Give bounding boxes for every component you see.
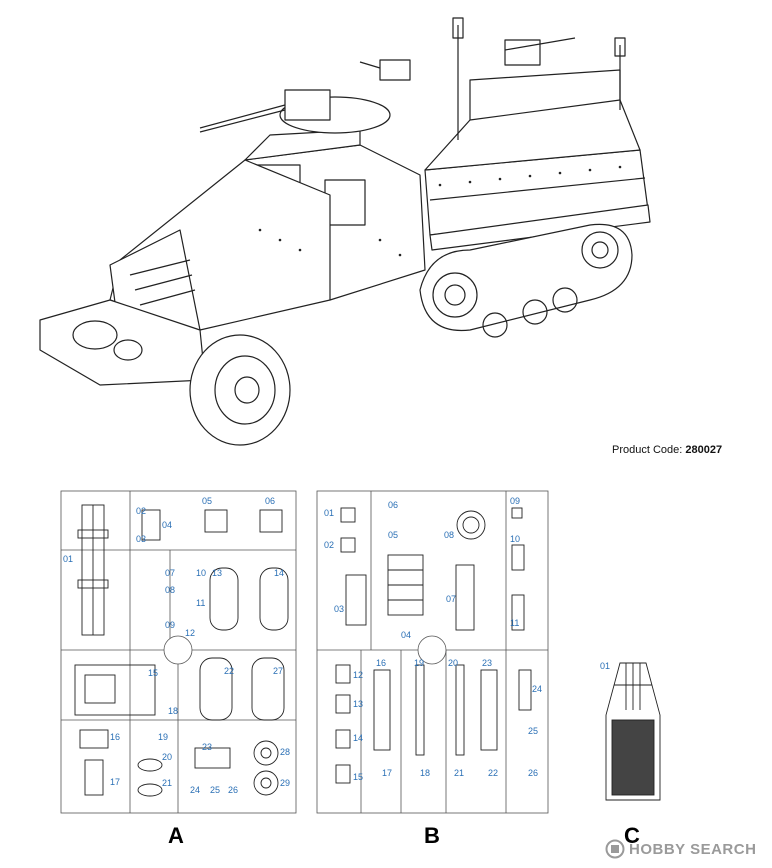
sprue-a-part-06: 06 bbox=[265, 496, 275, 506]
sprue-b-diagram: 01 02 03 04 05 06 07 08 09 10 11 12 13 1… bbox=[316, 490, 549, 814]
product-code: Product Code: 280027 bbox=[612, 444, 722, 456]
sprue-a-part-02: 02 bbox=[136, 506, 146, 516]
sprue-a-part-25: 25 bbox=[210, 785, 220, 795]
sprue-a-part-10: 10 bbox=[196, 568, 206, 578]
sprue-b-part-24: 24 bbox=[532, 684, 542, 694]
sprue-a-part-12: 12 bbox=[185, 628, 195, 638]
sprue-b-part-16: 16 bbox=[376, 658, 386, 668]
sprue-a-part-01: 01 bbox=[63, 554, 73, 564]
sprue-a-part-18: 18 bbox=[168, 706, 178, 716]
sprue-a-part-20: 20 bbox=[162, 752, 172, 762]
sprue-b-part-04: 04 bbox=[401, 630, 411, 640]
hobby-search-watermark: HOBBY SEARCH bbox=[605, 838, 756, 860]
product-code-label: Product Code: bbox=[612, 444, 683, 456]
sprue-b-part-23: 23 bbox=[482, 658, 492, 668]
sprue-b-part-06: 06 bbox=[388, 500, 398, 510]
sprue-b-part-07: 07 bbox=[446, 594, 456, 604]
sprue-b-part-15: 15 bbox=[353, 772, 363, 782]
sprue-b-label: B bbox=[424, 823, 440, 848]
sprue-a-part-14: 14 bbox=[274, 568, 284, 578]
sprue-a-part-07: 07 bbox=[165, 568, 175, 578]
sprue-b-part-26: 26 bbox=[528, 768, 538, 778]
sprue-c-label: C bbox=[624, 823, 640, 848]
sprue-a-part-26: 26 bbox=[228, 785, 238, 795]
hobby-search-logo-icon bbox=[605, 839, 625, 859]
sprue-c-part-01: 01 bbox=[600, 661, 610, 671]
sprue-b-part-13: 13 bbox=[353, 699, 363, 709]
sprue-a-part-05: 05 bbox=[202, 496, 212, 506]
sprue-a-part-03: 03 bbox=[136, 534, 146, 544]
sprue-a-part-13: 13 bbox=[212, 568, 222, 578]
sprue-a-part-04: 04 bbox=[162, 520, 172, 530]
halftrack-line-drawing bbox=[39, 17, 651, 446]
sprue-a-part-17: 17 bbox=[110, 777, 120, 787]
sprue-b-part-12: 12 bbox=[353, 670, 363, 680]
watermark-text: HOBBY SEARCH bbox=[629, 840, 757, 858]
sprue-b-part-05: 05 bbox=[388, 530, 398, 540]
sprue-a-part-21: 21 bbox=[162, 778, 172, 788]
sprue-b-part-11: 11 bbox=[510, 618, 519, 628]
sprue-b-part-22: 22 bbox=[488, 768, 498, 778]
sprue-a-part-16: 16 bbox=[110, 732, 120, 742]
product-code-value: 280027 bbox=[685, 444, 723, 456]
sprue-a-label: A bbox=[168, 823, 184, 848]
sprue-a-part-19: 19 bbox=[158, 732, 168, 742]
sprue-b-part-03: 03 bbox=[334, 604, 344, 614]
sprue-b-part-02: 02 bbox=[324, 540, 334, 550]
sprue-b-part-21: 21 bbox=[454, 768, 464, 778]
sprue-b-part-14: 14 bbox=[353, 733, 363, 743]
sprue-b-part-01: 01 bbox=[324, 508, 334, 518]
sprue-a-part-29: 29 bbox=[280, 778, 290, 788]
sprue-c-diagram: 01 bbox=[600, 661, 661, 801]
sprue-a-part-15: 15 bbox=[148, 668, 158, 678]
sprue-a-part-23: 23 bbox=[202, 742, 212, 752]
sprue-a-part-28: 28 bbox=[280, 747, 290, 757]
sprue-a-part-09: 09 bbox=[165, 620, 175, 630]
sprue-a-part-27: 27 bbox=[273, 666, 283, 676]
sprue-a-part-22: 22 bbox=[224, 666, 234, 676]
sprue-b-part-18: 18 bbox=[420, 768, 430, 778]
sprue-b-part-09: 09 bbox=[510, 496, 520, 506]
sprue-b-part-19: 19 bbox=[414, 658, 424, 668]
sprue-b-part-17: 17 bbox=[382, 768, 392, 778]
sprue-b-part-10: 10 bbox=[510, 534, 520, 544]
sprue-a-diagram: 01 02 03 04 05 06 07 08 09 10 11 12 13 1… bbox=[60, 490, 297, 814]
sprue-b-part-25: 25 bbox=[528, 726, 538, 736]
sprue-a-part-24: 24 bbox=[190, 785, 200, 795]
sprue-a-part-08: 08 bbox=[165, 585, 175, 595]
sprue-b-part-20: 20 bbox=[448, 658, 458, 668]
sprue-b-part-08: 08 bbox=[444, 530, 454, 540]
sprue-a-part-11: 11 bbox=[196, 598, 205, 608]
